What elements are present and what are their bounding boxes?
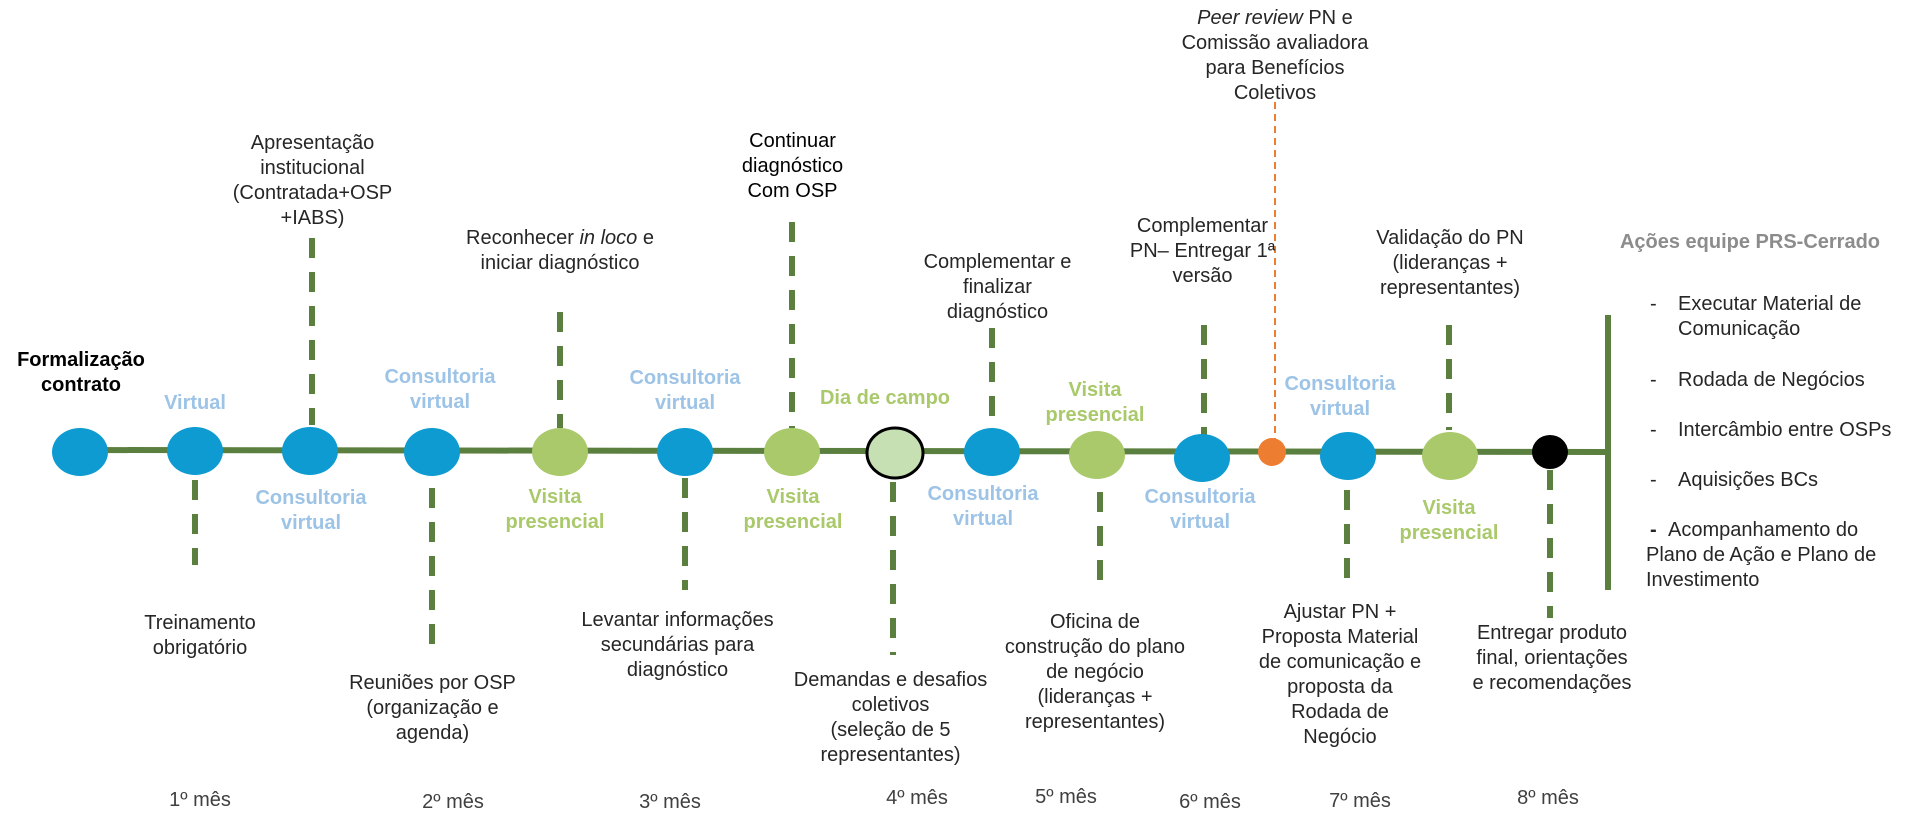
month-label: 3º mês xyxy=(639,791,701,813)
timeline-node-black xyxy=(1532,435,1568,469)
activity-demandas: Demandas e desafios coletivos (seleção d… xyxy=(793,669,988,766)
bullet-dash: - xyxy=(1650,293,1657,315)
timeline-node-blue xyxy=(657,428,713,476)
mode-label-consultoria-virtual: Consultoria virtual xyxy=(255,487,367,534)
activity-levantar: Levantar informações secundárias para di… xyxy=(581,609,774,681)
timeline-node-blue xyxy=(1320,432,1376,480)
mode-label-consultoria-virtual: Consultoria virtual xyxy=(927,483,1039,530)
timeline-node-blue xyxy=(964,428,1020,476)
connectors xyxy=(192,222,1553,655)
mode-label-consultoria-virtual: Consultoria virtual xyxy=(629,367,741,414)
bullet-dash: - xyxy=(1650,519,1657,541)
month-label: 7º mês xyxy=(1329,790,1391,812)
timeline-node-orange xyxy=(1258,438,1286,466)
month-label: 5º mês xyxy=(1035,786,1097,808)
side-panel-title: Ações equipe PRS-Cerrado xyxy=(1619,231,1881,253)
side-item: - Aquisições BCs xyxy=(1650,469,1819,491)
timeline-node-blue xyxy=(1174,434,1230,482)
month-label: 6º mês xyxy=(1179,791,1241,813)
mode-label-consultoria-virtual: Consultoria virtual xyxy=(1284,373,1396,420)
month-label: 4º mês xyxy=(886,787,948,809)
timeline-node-green xyxy=(1422,432,1478,480)
activity-complementar-finalizar: Complementar e finalizar diagnóstico xyxy=(923,251,1072,323)
timeline-node-blue xyxy=(404,428,460,476)
month-label: 8º mês xyxy=(1517,787,1579,809)
activity-oficina: Oficina de construção do plano de negóci… xyxy=(1004,611,1186,733)
timeline-node-green xyxy=(532,428,588,476)
bullet-dash: - xyxy=(1650,419,1657,441)
activity-ajustar: Ajustar PN + Proposta Material de comuni… xyxy=(1258,601,1422,748)
mode-label-visita-presencial: Visita presencial xyxy=(1045,379,1145,426)
mode-label-consultoria-virtual: Consultoria virtual xyxy=(384,366,496,413)
side-item: - Rodada de Negócios xyxy=(1650,369,1865,391)
activity-continuar: Continuar diagnóstico Com OSP xyxy=(741,130,844,202)
mode-label-consultoria-virtual: Consultoria virtual xyxy=(1144,486,1256,533)
timeline-node-green xyxy=(764,428,820,476)
side-item: - Executar Material de Comunicação xyxy=(1650,293,1862,340)
mode-label-visita-presencial: Visita presencial xyxy=(505,486,605,533)
side-item: - Intercâmbio entre OSPs xyxy=(1650,419,1892,441)
timeline-node-blue xyxy=(282,427,338,475)
mode-label-visita-presencial: Visita presencial xyxy=(743,486,843,533)
nodes xyxy=(52,426,1568,482)
timeline-node-blue xyxy=(167,427,223,475)
bullet-dash: - xyxy=(1650,469,1657,491)
activity-peer-review: Peer review PN e Comissão avaliadora par… xyxy=(1181,7,1369,104)
mode-label-visita-presencial: Visita presencial xyxy=(1399,497,1499,544)
activity-treinamento: Treinamento obrigatório xyxy=(144,612,256,659)
month-label: 1º mês xyxy=(169,789,231,811)
timeline-node-blue xyxy=(52,428,108,476)
activity-reconhecer: Reconhecer in loco e iniciar diagnóstico xyxy=(466,227,654,274)
side-item: - Acompanhamento do Plano de Ação e Plan… xyxy=(1646,519,1877,591)
bullet-dash: - xyxy=(1650,369,1657,391)
mode-label-virtual: Virtual xyxy=(164,392,226,414)
activity-entregar: Entregar produto final, orientações e re… xyxy=(1472,622,1632,694)
activity-reunioes: Reuniões por OSP (organização e agenda) xyxy=(349,672,516,744)
activity-apresentacao: Apresentação institucional (Contratada+O… xyxy=(232,132,393,229)
month-label: 2º mês xyxy=(422,791,484,813)
activity-validacao: Validação do PN (lideranças + representa… xyxy=(1376,227,1524,299)
formalizacao-label: Formalização contrato xyxy=(17,349,145,396)
timeline-node-green xyxy=(1069,431,1125,479)
timeline-node-light-green-outlined xyxy=(865,426,925,480)
activity-complementar-pn: Complementar PN– Entregar 1ª versão xyxy=(1129,215,1276,287)
mode-label-dia-de-campo: Dia de campo xyxy=(819,387,951,409)
